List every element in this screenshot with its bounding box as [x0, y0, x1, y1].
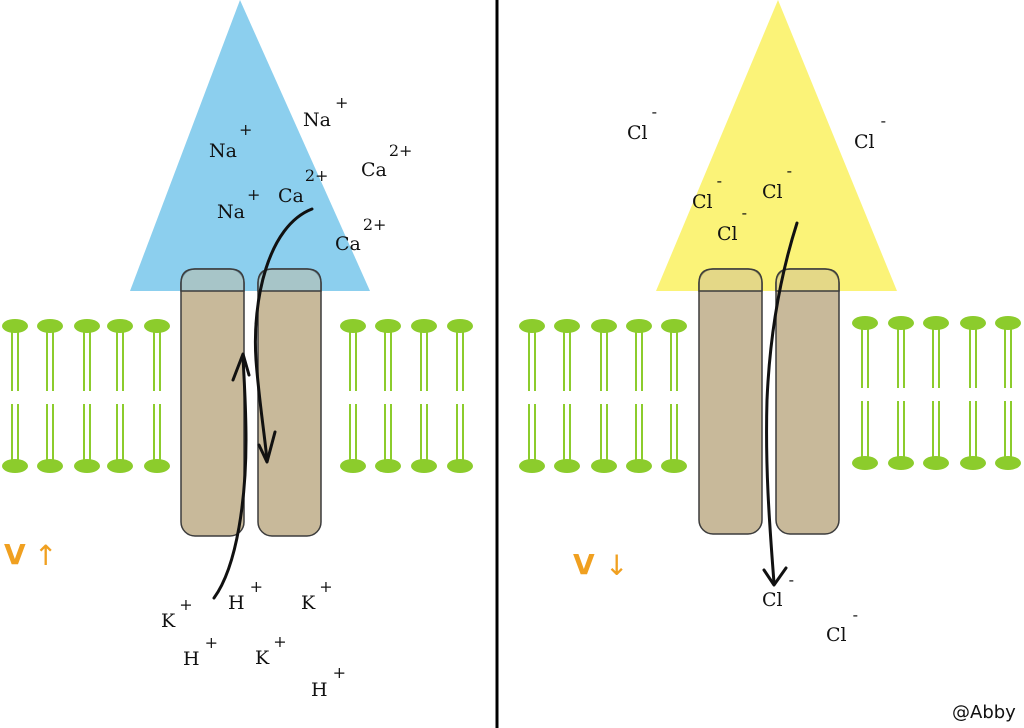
- ion-label-cl-4: Cl-: [762, 161, 792, 203]
- left-flux-arrows: [212, 207, 314, 600]
- right-ion-labels: Cl- Cl- Cl- Cl- Cl- Cl- Cl-: [627, 102, 886, 646]
- left-ion-labels: Na+ Na+ Na+ Ca2+ Ca2+ Ca2+ K+: [161, 93, 412, 701]
- phospholipid: [591, 319, 617, 473]
- voltage-up-arrow-icon: ↑: [34, 539, 57, 572]
- right-lipid-bilayer-right: [852, 316, 1021, 470]
- phospholipid: [375, 319, 401, 473]
- right-voltage-label: V: [573, 548, 595, 581]
- left-channel-subunit-b: [257, 268, 322, 537]
- phospholipid: [852, 316, 878, 470]
- phospholipid: [888, 316, 914, 470]
- ion-label-ca-2: Ca2+: [361, 141, 412, 181]
- ion-label-cl-2: Cl-: [854, 111, 886, 153]
- ion-label-na-2: Na+: [303, 93, 348, 131]
- right-channel-subunit-a: [698, 268, 763, 535]
- phospholipid: [960, 316, 986, 470]
- ion-label-h-3: H+: [311, 663, 346, 701]
- left-cone-overlap-a: [180, 268, 245, 292]
- ion-label-na-3: Na+: [217, 185, 260, 223]
- right-cone-overlap-b: [775, 268, 840, 292]
- right-ion-channel: [698, 268, 840, 535]
- influx-arrow: [253, 207, 314, 462]
- ion-label-cl-3: Cl-: [692, 171, 722, 213]
- right-flux-arrows: [762, 221, 799, 587]
- right-lipid-bilayer-left: [519, 319, 687, 473]
- right-ion-cone: [656, 0, 897, 291]
- voltage-down-arrow-icon: ↓: [605, 549, 628, 582]
- phospholipid: [74, 319, 100, 473]
- ion-label-ca-3: Ca2+: [335, 215, 386, 255]
- efflux-arrow-head: [231, 352, 251, 382]
- right-panel: Cl- Cl- Cl- Cl- Cl- Cl- Cl-: [519, 0, 1021, 646]
- left-ion-cone: [130, 0, 370, 291]
- chloride-influx-arrow: [765, 221, 799, 585]
- ion-label-k-2: K+: [301, 577, 333, 614]
- left-panel: Na+ Na+ Na+ Ca2+ Ca2+ Ca2+ K+: [2, 0, 473, 701]
- phospholipid: [626, 319, 652, 473]
- ion-label-cl-1: Cl-: [627, 102, 657, 144]
- right-cone-overlap-a: [698, 268, 763, 292]
- left-lipid-bilayer-right: [340, 319, 473, 473]
- ion-label-h-2: H+: [183, 633, 218, 670]
- ion-label-k-3: K+: [255, 632, 287, 669]
- left-voltage-label: V: [4, 538, 26, 571]
- ion-label-cl-7: Cl-: [826, 605, 858, 646]
- phospholipid: [144, 319, 170, 473]
- phospholipid: [411, 319, 437, 473]
- left-channel-subunit-a: [180, 268, 245, 537]
- ion-label-ca-1: Ca2+: [278, 166, 328, 207]
- chloride-arrow-head: [762, 566, 788, 587]
- ion-label-cl-6: Cl-: [762, 570, 794, 611]
- phospholipid: [519, 319, 545, 473]
- phospholipid: [107, 319, 133, 473]
- left-cone-overlap-b: [257, 268, 322, 292]
- left-ion-channel: [180, 268, 322, 537]
- ion-label-na-1: Na+: [209, 120, 252, 162]
- phospholipid: [447, 319, 473, 473]
- phospholipid: [554, 319, 580, 473]
- ion-label-k-1: K+: [161, 595, 193, 632]
- ion-label-cl-5: Cl-: [717, 203, 747, 245]
- left-voltage-indicator: V ↑: [4, 538, 57, 572]
- phospholipid: [995, 316, 1021, 470]
- influx-arrow-head: [257, 430, 277, 464]
- phospholipid: [923, 316, 949, 470]
- phospholipid: [661, 319, 687, 473]
- phospholipid: [340, 319, 366, 473]
- left-lipid-bilayer-left: [2, 319, 170, 473]
- right-voltage-indicator: V ↓: [573, 548, 628, 582]
- phospholipid: [37, 319, 63, 473]
- right-channel-subunit-b: [775, 268, 840, 535]
- efflux-arrow: [212, 354, 248, 600]
- phospholipid: [2, 319, 28, 473]
- ion-label-h-1: H+: [228, 577, 263, 614]
- credit-label: @Abby: [952, 702, 1016, 723]
